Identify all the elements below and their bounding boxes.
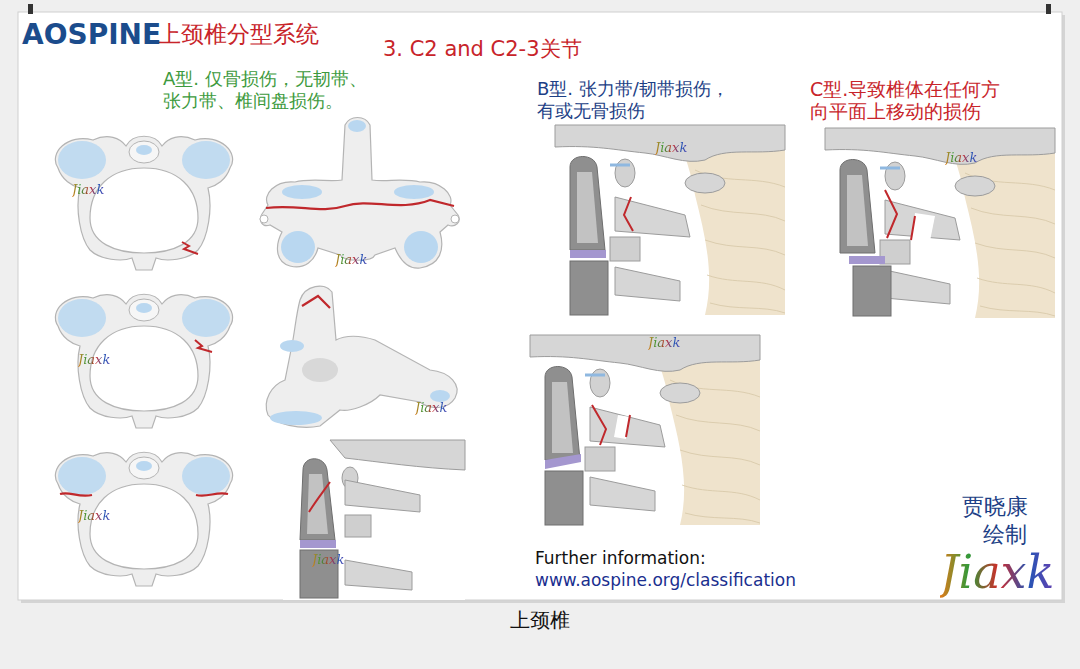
watermark: Jiaxk bbox=[335, 252, 370, 268]
logo: AOSPINE bbox=[22, 18, 161, 52]
section-heading: 3. C2 and C2-3关节 bbox=[383, 37, 582, 62]
watermark: Jiaxk bbox=[655, 140, 690, 156]
watermark: Jiaxk bbox=[78, 508, 113, 524]
type-heading: A型. 仅骨损伤，无韧带、张力带、椎间盘损伤。 bbox=[163, 68, 375, 112]
watermark: Jiaxk bbox=[945, 150, 980, 166]
watermark: Jiaxk bbox=[648, 335, 683, 351]
watermark: Jiaxk bbox=[415, 400, 450, 416]
watermark: Jiaxk bbox=[312, 552, 347, 568]
caption: 上颈椎 bbox=[510, 608, 570, 632]
watermark: Jiaxk bbox=[78, 352, 113, 368]
author: 贾晓康 bbox=[962, 494, 1028, 520]
url: www.aospine.org/classification bbox=[535, 570, 796, 590]
signature: Jiaxk bbox=[940, 545, 1057, 600]
watermark: Jiaxk bbox=[72, 182, 107, 198]
note: Further information: bbox=[535, 548, 706, 568]
type-heading: C型.导致椎体在任何方向平面上移动的损伤 bbox=[810, 78, 1010, 122]
title: 上颈椎分型系统 bbox=[158, 20, 319, 48]
type-heading: B型. 张力带/韧带损伤，有或无骨损伤 bbox=[537, 78, 737, 122]
